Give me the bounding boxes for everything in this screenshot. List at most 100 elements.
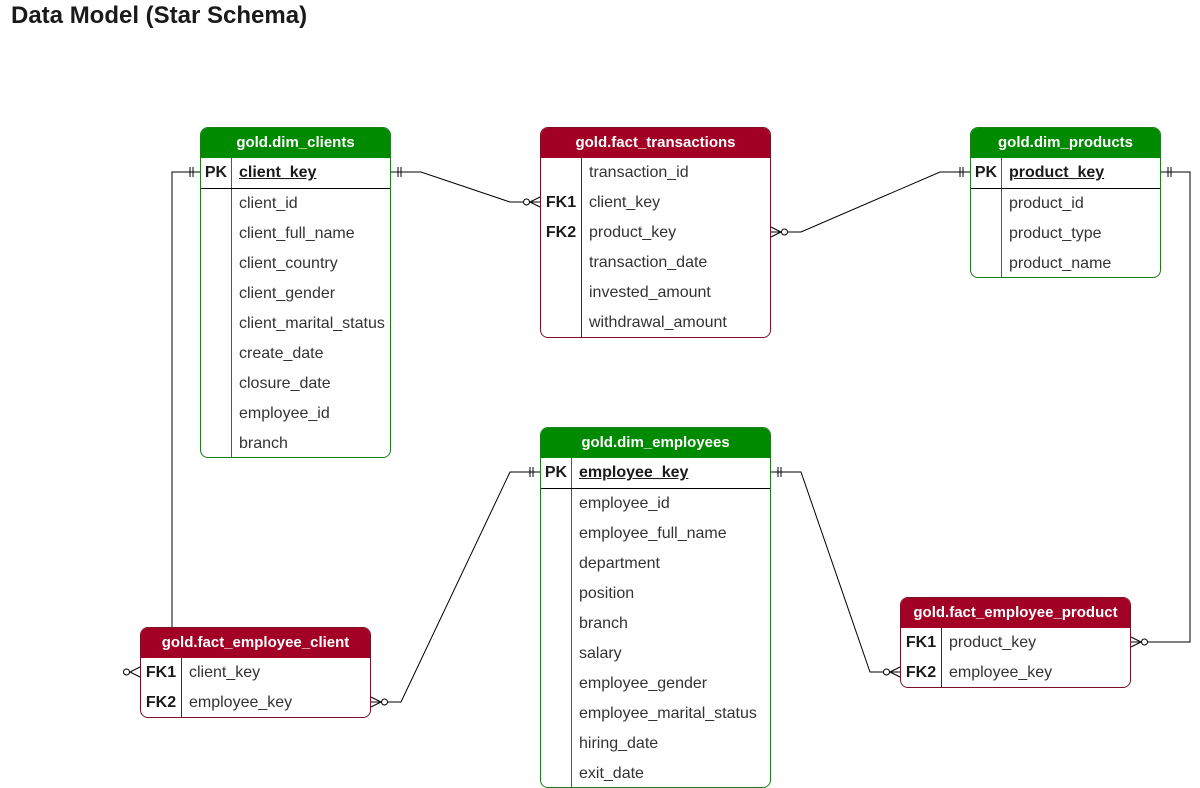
column-name: hiring_date [579,735,659,752]
relationship-connector[interactable] [771,467,901,678]
column-name: salary [579,645,622,662]
table-row[interactable]: closure_date [201,369,390,399]
key-type: FK1 [545,194,577,211]
table-row[interactable]: hiring_date [541,729,770,759]
column-name: branch [239,435,288,452]
column-name: employee_key [189,694,293,711]
table-row[interactable]: employee_full_name [541,519,770,549]
column-name: product_name [1009,255,1112,272]
key-type [541,639,571,669]
column-name: employee_gender [579,675,708,692]
column-name: employee_id [579,495,670,512]
table-row[interactable]: exit_date [541,759,770,787]
key-type [971,219,1001,249]
key-type [541,579,571,609]
key-type [201,219,231,249]
key-type [201,339,231,369]
column-name: transaction_id [589,164,689,181]
column-divider [181,658,182,717]
key-type [541,248,581,278]
column-name: branch [579,615,628,632]
column-divider [231,158,232,457]
key-type [541,729,571,759]
table-header: gold.fact_transactions [541,128,770,158]
relationship-connector[interactable] [1130,167,1191,648]
table-row[interactable]: product_id [971,189,1160,219]
key-type: FK1 [905,634,937,651]
column-name: closure_date [239,375,331,392]
relationship-connector[interactable] [391,167,541,208]
table-row[interactable]: FK1 client_key [541,188,770,218]
relationship-connector[interactable] [123,167,201,678]
column-name: client_id [239,195,298,212]
table-row[interactable]: branch [541,609,770,639]
table-row[interactable]: withdrawal_amount [541,308,770,337]
table-row[interactable]: employee_id [541,489,770,519]
column-name: product_key [1009,164,1105,181]
table-row[interactable]: transaction_date [541,248,770,278]
column-divider [581,158,582,337]
table-header: gold.dim_products [971,128,1160,158]
key-type: PK [204,164,228,181]
table-row[interactable]: salary [541,639,770,669]
column-name: transaction_date [589,254,708,271]
key-type: PK [544,464,568,481]
key-type [541,308,581,337]
table-row[interactable]: department [541,549,770,579]
table-row[interactable]: employee_gender [541,669,770,699]
relationship-connector[interactable] [770,167,970,238]
page-title: Data Model (Star Schema) [11,2,308,29]
key-type [201,369,231,399]
key-type [201,249,231,279]
table-row[interactable]: client_marital_status [201,309,390,339]
key-type: FK2 [905,664,937,681]
table-row[interactable]: product_name [971,249,1160,277]
column-name: product_key [589,224,677,241]
column-name: product_type [1009,225,1102,242]
column-divider [941,628,942,687]
table-row[interactable]: client_id [201,189,390,219]
table-row[interactable]: client_country [201,249,390,279]
column-divider [571,458,572,787]
table-row[interactable]: client_full_name [201,219,390,249]
key-type [541,489,571,519]
table-row[interactable]: position [541,579,770,609]
column-name: position [579,585,635,602]
key-type: FK1 [145,664,177,681]
relationship-connector[interactable] [370,467,540,708]
table-row[interactable]: invested_amount [541,278,770,308]
table-header: gold.fact_employee_product [901,598,1130,628]
table-header: gold.dim_employees [541,428,770,458]
table-row[interactable]: transaction_id [541,158,770,188]
table-row[interactable]: branch [201,429,390,457]
key-type [541,759,571,787]
key-type [201,279,231,309]
table-row[interactable]: client_gender [201,279,390,309]
table-row[interactable]: employee_id [201,399,390,429]
table-row[interactable]: employee_marital_status [541,699,770,729]
table-row[interactable]: create_date [201,339,390,369]
column-name: client_key [589,194,661,211]
key-type [541,549,571,579]
table-row[interactable]: product_type [971,219,1160,249]
